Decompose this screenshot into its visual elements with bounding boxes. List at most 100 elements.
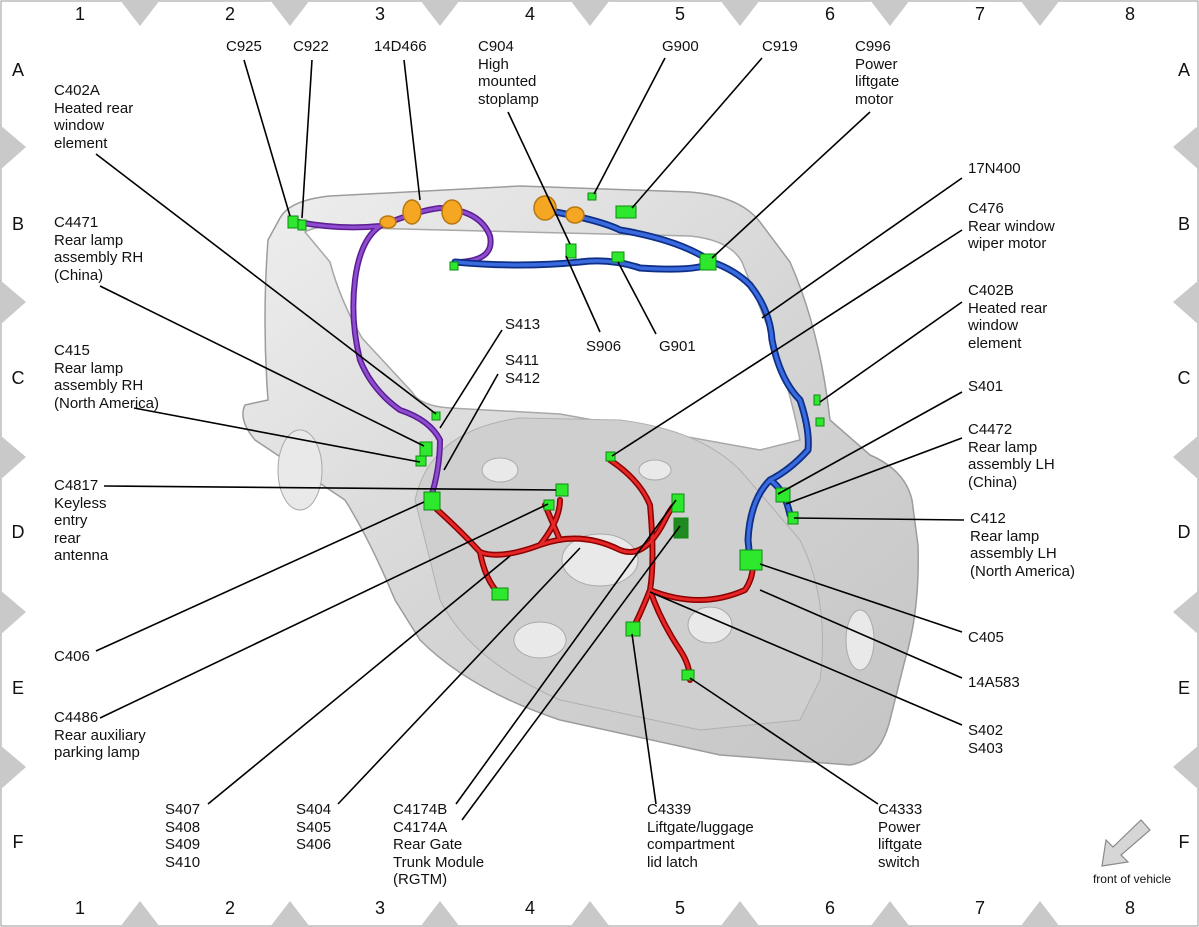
leader-g901 <box>617 261 657 335</box>
front-of-vehicle-arrow-icon <box>1101 819 1151 867</box>
connector-c4817 <box>555 483 569 497</box>
leader-s411-s412 <box>443 373 499 471</box>
connector-c405 <box>739 549 763 571</box>
callout-s906-label: S906 <box>586 338 622 355</box>
callout-c476: C476 Rear window wiper motor <box>968 200 1055 253</box>
callout-c4486-line-1: C4486 <box>54 709 99 726</box>
callout-s403-label: S403 <box>968 739 1004 757</box>
leader-s413 <box>439 329 503 429</box>
grid-row-c-left: C <box>11 368 25 388</box>
callout-c4472-line-3: assembly LH <box>968 456 1055 473</box>
callout-c904: C904 High mounted stoplamp <box>478 38 539 108</box>
liftgate-panel <box>242 185 919 766</box>
callout-c4472: C4472 Rear lamp assembly LH (China) <box>968 421 1055 491</box>
callout-c4817-line-5: antenna <box>54 547 109 564</box>
grommet <box>565 206 585 224</box>
connector-rgtm <box>673 517 689 539</box>
front-of-vehicle-label: front of vehicle <box>1092 872 1172 886</box>
callout-c4339-line-4: lid latch <box>647 853 698 871</box>
connector-c402a <box>431 411 441 421</box>
leader-c4817 <box>103 485 557 491</box>
grid-row-a-right: A <box>1177 60 1190 80</box>
grommet <box>402 199 422 225</box>
grid-col-1-top: 1 <box>74 4 85 24</box>
callout-c996-line-2: Power <box>855 55 898 73</box>
callout-c406-label: C406 <box>54 648 90 665</box>
callout-c904-line-3: mounted <box>478 73 537 90</box>
callout-c402b: C402B Heated rear window element <box>968 282 1047 352</box>
callout-c4471-line-1: C4471 <box>54 214 99 231</box>
grid-row-d-right: D <box>1177 522 1191 542</box>
leader-c4174a <box>461 525 681 821</box>
leader-c4333 <box>689 677 879 805</box>
connector-s401 <box>815 417 825 427</box>
grommet <box>441 199 463 225</box>
callout-s401: S401 <box>968 378 1003 396</box>
callout-c402a-line-1: C402A <box>54 82 100 99</box>
grid-col-3-bottom: 3 <box>374 898 385 918</box>
callout-s412-label: S412 <box>505 369 541 387</box>
leader-g900 <box>593 57 666 195</box>
callout-c4174b-label: C4174B <box>393 801 448 818</box>
callout-c415-line-4: (North America) <box>54 394 160 412</box>
callout-c996-line-4: motor <box>855 90 894 108</box>
callout-c415-line-1: C415 <box>54 342 90 359</box>
callout-c476-line-2: Rear window <box>968 217 1055 235</box>
leader-14a583 <box>759 589 963 679</box>
grid-col-5-top: 5 <box>674 4 685 24</box>
callout-c4333-line-2: Power <box>878 818 921 836</box>
leader-c4471 <box>99 285 425 447</box>
callout-c4817-line-4: rear <box>54 529 81 547</box>
grid-col-4-top: 4 <box>524 4 535 24</box>
callout-s402-label: S402 <box>968 722 1004 739</box>
callout-c922: C922 <box>293 38 329 56</box>
callout-c919: C919 <box>762 38 798 56</box>
callout-c412-line-3: assembly LH <box>970 545 1057 562</box>
leader-c476 <box>611 229 963 457</box>
callout-14a583: 14A583 <box>968 674 1020 692</box>
connector-g901 <box>611 251 625 263</box>
callout-c4817-line-2: Keyless <box>54 494 107 512</box>
leader-c919 <box>631 57 763 209</box>
callout-c4339-line-2: Liftgate/luggage <box>647 818 754 836</box>
connector-c4486 <box>543 499 555 511</box>
callout-s405-label: S405 <box>296 818 332 836</box>
callout-c4817-line-3: entry <box>54 512 88 529</box>
callout-c4174-line-4: Trunk Module <box>393 853 485 871</box>
connector-g900 <box>587 192 597 201</box>
callout-c402b-line-2: Heated rear <box>968 299 1048 317</box>
grid-row-e-left: E <box>11 678 24 698</box>
callout-c4339: C4339 Liftgate/luggage compartment lid l… <box>647 801 754 871</box>
callout-c4174a-label: C4174A <box>393 818 448 836</box>
callout-s402-s403: S402 S403 <box>968 722 1003 757</box>
leader-c904 <box>507 111 571 245</box>
callout-c415-line-2: Rear lamp <box>54 359 124 377</box>
callout-s410-label: S410 <box>165 853 201 871</box>
leader-c415 <box>133 407 421 463</box>
callout-s406-label: S406 <box>296 836 332 853</box>
red-harness <box>430 458 755 682</box>
leader-c925 <box>243 59 291 217</box>
callout-c4174-line-5: (RGTM) <box>393 871 448 888</box>
callout-c402a: C402A Heated rear window element <box>54 82 133 152</box>
leader-s401 <box>777 391 963 495</box>
leader-c996 <box>711 111 871 259</box>
callout-c4817: C4817 Keyless entry rear antenna <box>54 477 108 565</box>
border-markers-right <box>1173 125 1199 790</box>
callout-c402b-line-4: element <box>968 334 1022 352</box>
callout-s401-label: S401 <box>968 378 1004 395</box>
callout-c402a-line-4: element <box>54 134 108 152</box>
callout-g901: G901 <box>659 338 696 356</box>
callout-c4472-line-1: C4472 <box>968 421 1013 438</box>
leader-c402a <box>95 153 437 415</box>
callout-c4486-line-2: Rear auxiliary <box>54 726 146 744</box>
callout-c415: C415 Rear lamp assembly RH (North Americ… <box>54 342 159 412</box>
connector-c476 <box>605 451 616 462</box>
grid-col-2-top: 2 <box>224 4 235 24</box>
callout-c4486: C4486 Rear auxiliary parking lamp <box>54 709 146 762</box>
callout-c4333-line-4: switch <box>878 853 920 871</box>
connector-c925 <box>287 215 299 229</box>
callout-14a583-label: 14A583 <box>968 674 1020 691</box>
callout-g900-label: G900 <box>662 38 699 55</box>
leader-s906 <box>565 255 601 333</box>
